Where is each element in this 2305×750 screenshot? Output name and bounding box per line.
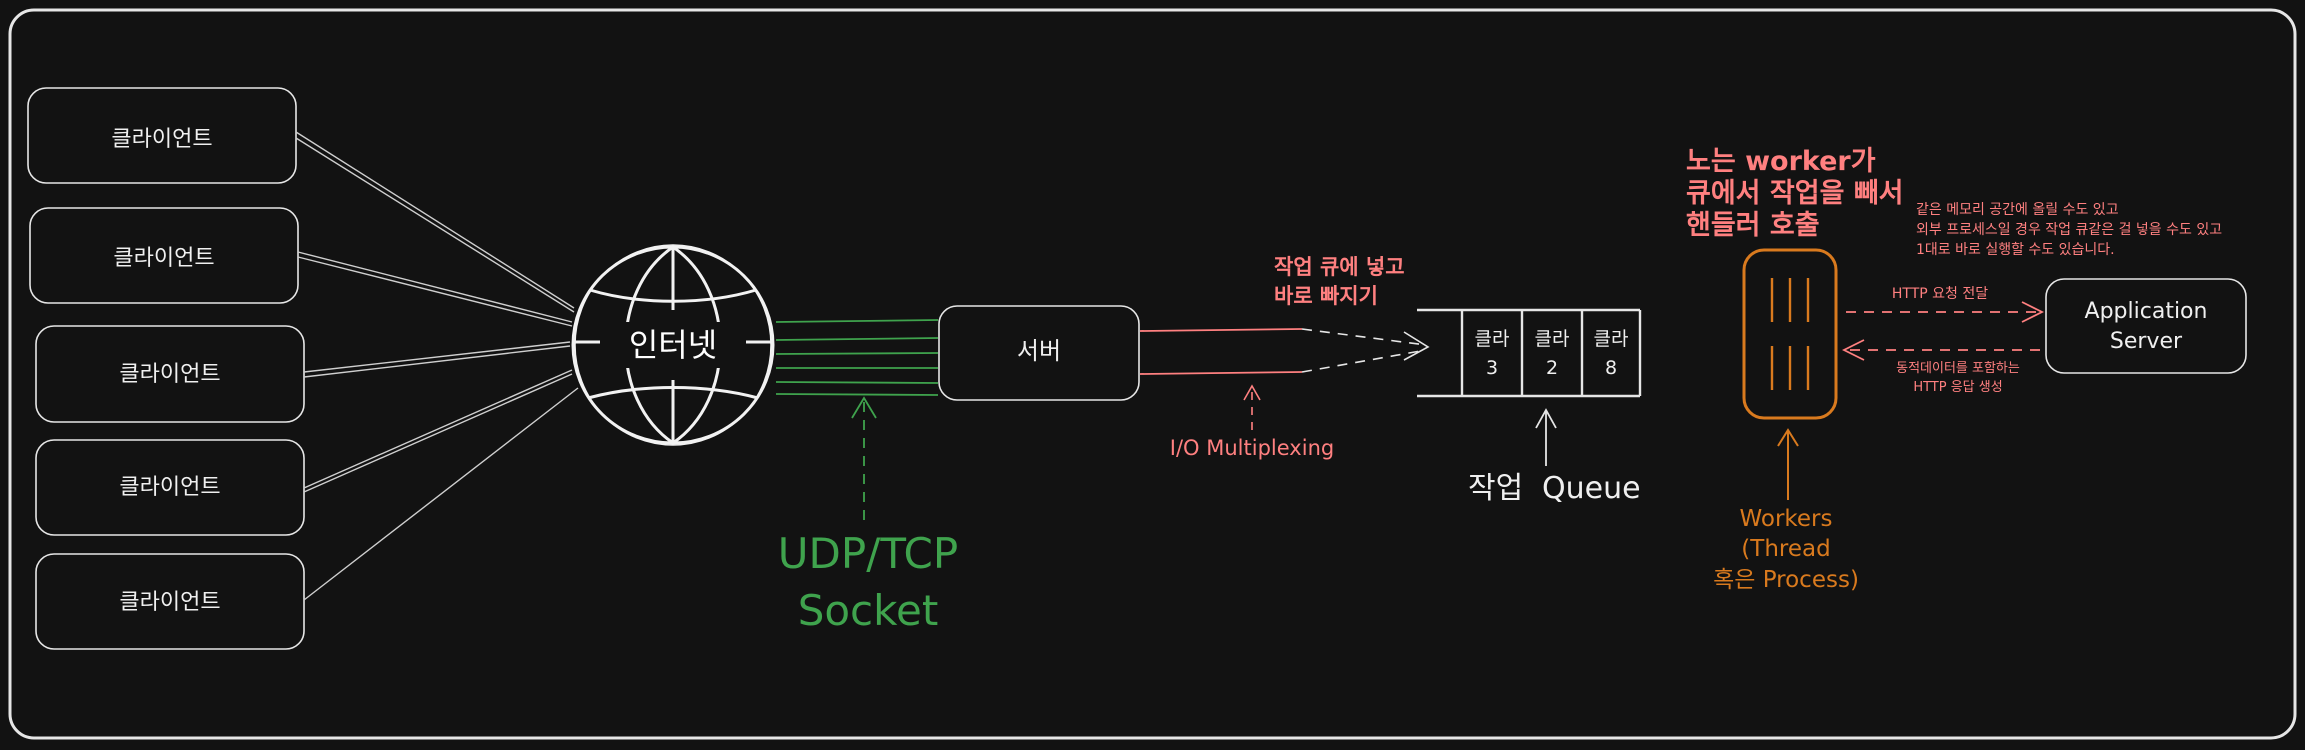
client-label-1: 클라이언트 — [111, 127, 212, 152]
client-label-5: 클라이언트 — [119, 590, 220, 615]
client-label-2: 클라이언트 — [113, 246, 214, 271]
queue-cell-2-line1: 클라 — [1535, 328, 1570, 350]
diagram-frame — [8, 8, 2297, 740]
queue-pointer-arrow — [1535, 408, 1557, 466]
socket-label-line1: UDP/TCP — [778, 529, 958, 578]
workers-pointer-arrow — [1777, 428, 1799, 500]
queue-cell-1-line1: 클라 — [1475, 328, 1510, 350]
http-request-label: HTTP 요청 전달 — [1892, 286, 1988, 302]
app-note-line3: 1대로 바로 실행할 수도 있습니다. — [1916, 242, 2115, 258]
queue-cell-3-line1: 클라 — [1594, 328, 1629, 350]
io-multiplexing-label: I/O Multiplexing — [1170, 436, 1334, 460]
job-queue — [1417, 308, 1642, 398]
worker-note-line2: 큐에서 작업을 빼서 — [1686, 178, 1904, 209]
http-response-label-line2: HTTP 응답 생성 — [1913, 380, 2002, 395]
socket-lines — [775, 319, 939, 396]
queue-cell-1-line2: 3 — [1486, 357, 1498, 379]
http-request-arrow — [1846, 301, 2045, 323]
socket-label-line2: Socket — [798, 586, 939, 635]
queue-cell-2-line2: 2 — [1546, 357, 1558, 379]
client-box-3: 클라이언트 — [35, 325, 305, 423]
application-server-box: Application Server — [2045, 278, 2247, 374]
worker-note-line3: 핸들러 호출 — [1686, 210, 1820, 241]
workers-label-line1: Workers — [1739, 506, 1832, 532]
queue-label-ko: 작업 — [1468, 471, 1523, 506]
workers-label-line2: (Thread — [1741, 536, 1830, 562]
enqueue-note-line1: 작업 큐에 넣고 — [1274, 255, 1405, 279]
http-response-label-line1: 동적데이터를 포함하는 — [1896, 361, 2020, 376]
internet-label-bg — [604, 322, 740, 368]
client-box-2: 클라이언트 — [29, 207, 299, 304]
client-box-1: 클라이언트 — [27, 87, 297, 184]
http-response-arrow — [1841, 339, 2040, 361]
application-server-label-line1: Application — [2085, 299, 2208, 324]
server-label: 서버 — [1017, 337, 1061, 365]
enqueue-note-line2: 바로 빠지기 — [1274, 284, 1378, 308]
client-label-3: 클라이언트 — [119, 362, 220, 387]
worker-note-line1: 노는 worker가 — [1686, 146, 1876, 177]
internet-label: 인터넷 — [629, 326, 717, 364]
queue-label-en: Queue — [1542, 471, 1641, 506]
server-box: 서버 — [938, 305, 1140, 401]
client-box-5: 클라이언트 — [35, 553, 305, 650]
queue-cell-3-line2: 8 — [1605, 357, 1617, 379]
app-note-line1: 같은 메모리 공간에 올릴 수도 있고 — [1916, 202, 2119, 218]
client-label-4: 클라이언트 — [119, 475, 220, 500]
client-box-4: 클라이언트 — [35, 439, 305, 536]
enqueue-lines — [1139, 328, 1430, 375]
io-pointer-arrow — [1243, 384, 1261, 430]
application-server-label-line2: Server — [2110, 329, 2183, 354]
socket-pointer-arrow — [851, 396, 877, 520]
app-note-line2: 외부 프로세스일 경우 작업 큐같은 걸 넣을 수도 있고 — [1916, 222, 2222, 238]
workers-box — [1742, 248, 1838, 420]
workers-label-line3: 혹은 Process) — [1713, 567, 1859, 593]
client-connection-lines — [295, 131, 579, 601]
